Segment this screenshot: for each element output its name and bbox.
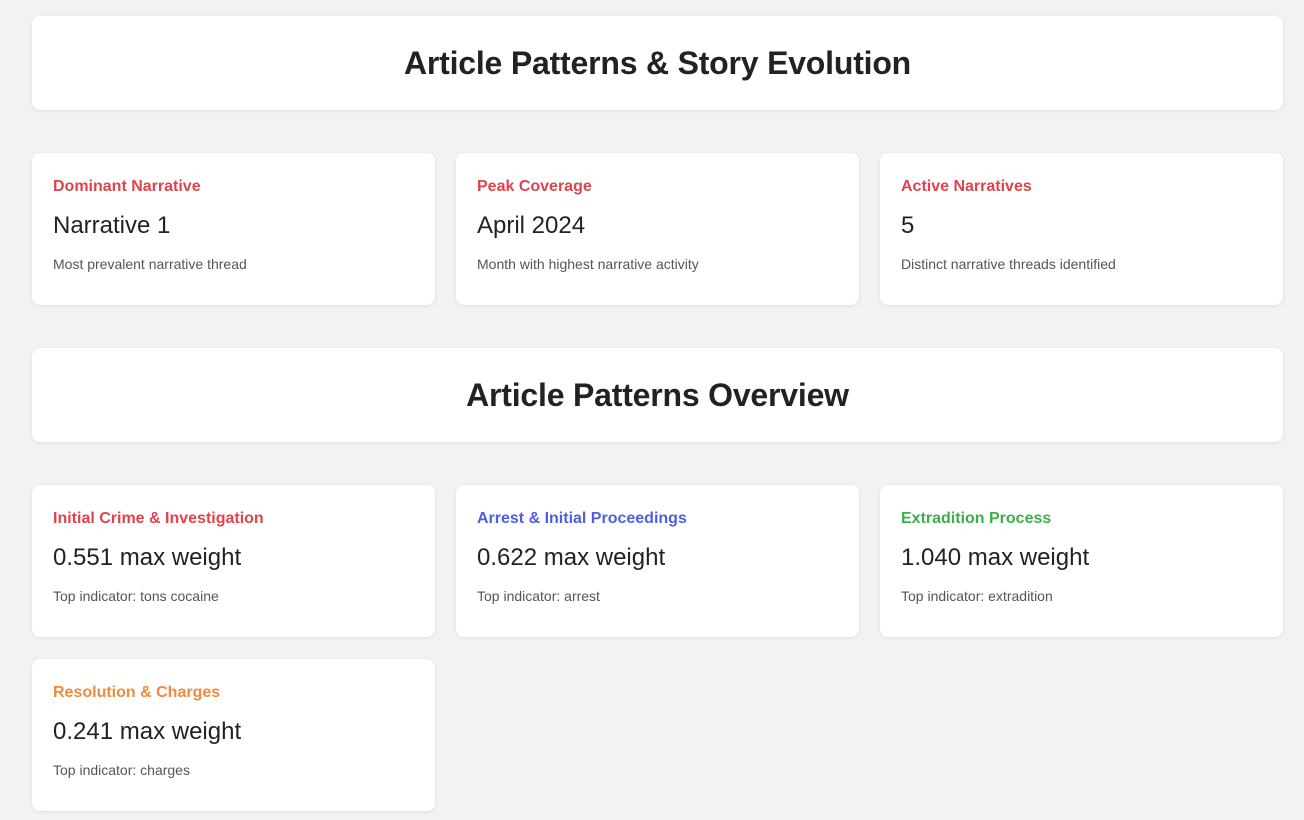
card-label: Peak Coverage	[477, 178, 592, 195]
pattern-card-resolution: Resolution & Charges 0.241 max weight To…	[32, 659, 435, 811]
card-description: Distinct narrative threads identified	[901, 256, 1116, 272]
card-value: 0.551 max weight	[53, 544, 242, 571]
card-description: Top indicator: extradition	[901, 588, 1053, 604]
pattern-card-extradition: Extradition Process 1.040 max weight Top…	[880, 485, 1283, 637]
card-label: Resolution & Charges	[53, 684, 221, 701]
summary-card-active-narratives: Active Narratives 5 Distinct narrative t…	[880, 153, 1283, 305]
card-label: Arrest & Initial Proceedings	[477, 510, 687, 527]
card-value: 5	[901, 212, 915, 239]
summary-card-dominant-narrative: Dominant Narrative Narrative 1 Most prev…	[32, 153, 435, 305]
card-label: Dominant Narrative	[53, 178, 201, 195]
pattern-card-arrest: Arrest & Initial Proceedings 0.622 max w…	[456, 485, 859, 637]
card-value: 0.241 max weight	[53, 718, 242, 745]
pattern-card-initial-crime: Initial Crime & Investigation 0.551 max …	[32, 485, 435, 637]
card-description: Top indicator: tons cocaine	[53, 588, 219, 604]
card-label: Initial Crime & Investigation	[53, 510, 264, 527]
card-description: Most prevalent narrative thread	[53, 256, 247, 272]
card-description: Month with highest narrative activity	[477, 256, 699, 272]
summary-card-peak-coverage: Peak Coverage April 2024 Month with high…	[456, 153, 859, 305]
card-description: Top indicator: arrest	[477, 588, 600, 604]
card-description: Top indicator: charges	[53, 762, 190, 778]
card-value: Narrative 1	[53, 212, 171, 239]
card-value: 0.622 max weight	[477, 544, 666, 571]
overview-header: Article Patterns Overview	[32, 348, 1283, 442]
page-header: Article Patterns & Story Evolution	[32, 16, 1283, 110]
overview-title: Article Patterns Overview	[466, 376, 849, 413]
card-label: Extradition Process	[901, 510, 1052, 527]
card-value: April 2024	[477, 212, 586, 239]
card-label: Active Narratives	[901, 178, 1032, 195]
card-value: 1.040 max weight	[901, 544, 1090, 571]
page-title: Article Patterns & Story Evolution	[403, 44, 912, 81]
